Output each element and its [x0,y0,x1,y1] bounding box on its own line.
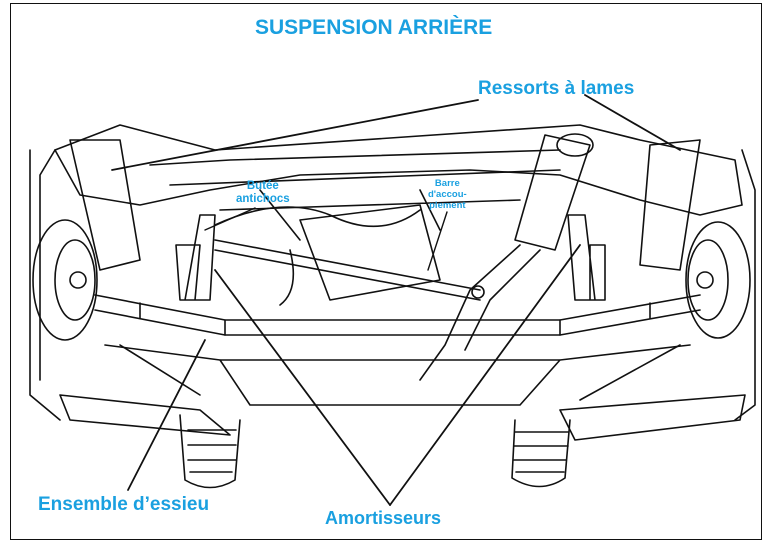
label-coupling-bar-line3: plement [429,200,466,211]
right-tyre-tread [513,431,569,473]
label-bump-stop: Butée antichocs [236,180,290,206]
floor-pan-ribs [149,149,561,241]
right-wheel [685,221,751,339]
left-spring-hanger [69,139,141,271]
right-hub [696,271,714,289]
label-coupling-bar-line2: d'accou- [428,189,467,200]
left-tyre [179,414,241,489]
right-spring-hanger [639,139,701,271]
left-hub [69,271,87,289]
exhaust-silencer [514,134,591,251]
axle-beam [94,294,701,336]
exhaust-pipe [419,244,541,381]
label-leaf-springs: Ressorts à lames [478,78,635,99]
left-brake-drum [54,239,96,321]
left-shock-absorber [175,214,216,301]
leader-leaf-spring-right [584,94,681,151]
exhaust-tailpipe [556,133,594,157]
axle-tube-detail [139,302,651,336]
label-coupling-bar: Barre d'accou- plement [428,178,467,211]
label-coupling-bar-line1: Barre [434,178,460,189]
leader-coupling-bar [427,211,448,271]
lower-arm-right [579,344,681,401]
right-brake-drum [687,239,729,321]
left-rear-sill [59,394,231,436]
left-wheel [32,219,98,341]
leader-leaf-spring-left [111,99,479,171]
coupling-bar-bushing [471,285,485,299]
label-shock-absorbers: Amortisseurs [325,508,442,528]
leader-shock-right [389,244,581,506]
label-bump-stop-line2: antichocs [236,193,290,205]
leader-bump-stop [204,207,256,231]
lower-arm-left [119,344,201,396]
body-side-left [29,149,61,421]
leader-axle-assembly [127,339,206,491]
diagram-title: SUSPENSION ARRIÈRE [255,16,493,39]
left-tyre-tread [187,429,237,473]
right-shock-absorber [567,214,606,301]
label-axle-assembly: Ensemble d’essieu [38,494,210,515]
right-rear-sill [559,394,746,441]
right-tyre [511,419,571,488]
label-bump-stop-line1: Butée [246,180,279,192]
lower-crossmember [104,344,691,406]
body-side-right [734,149,756,421]
coupling-bar [214,239,481,301]
fuel-tank [299,204,441,301]
underbody-outline [54,124,743,216]
leader-shock-left [214,269,391,506]
